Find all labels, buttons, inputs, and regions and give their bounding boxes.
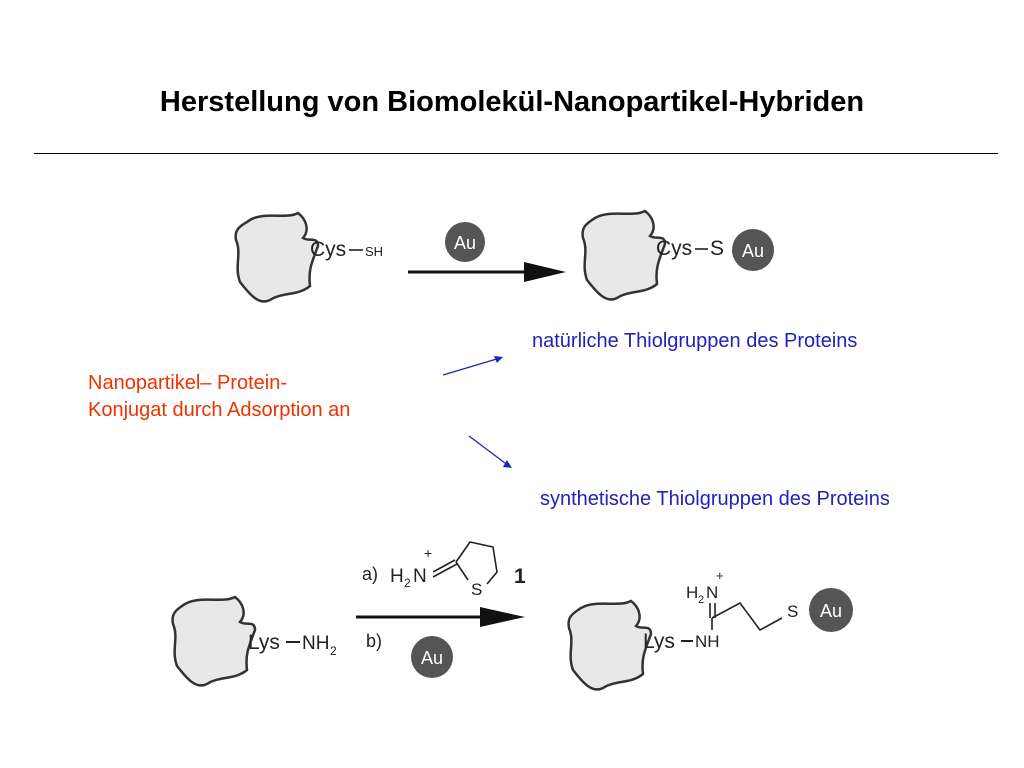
title-divider (34, 153, 998, 154)
conjugate-line-1: Nanopartikel– Protein- (88, 372, 287, 394)
residue-lys-label: Lys (248, 631, 280, 654)
gold-particle-icon (809, 588, 853, 632)
compound-number: 1 (514, 565, 526, 588)
arrow-head-icon (480, 607, 525, 627)
ring-s-label: S (471, 580, 482, 599)
reagent-h-label: H (390, 566, 404, 587)
arrow-head-icon (503, 460, 512, 468)
slide-title: Herstellung von Biomolekül-Nanopartikel-… (159, 86, 865, 118)
alkyl-chain (711, 601, 783, 632)
residue-lys-label: Lys (643, 630, 675, 653)
residue-cys-label: Cys (310, 238, 346, 261)
product-nh-label: NH (695, 632, 720, 651)
annotation-arrows (442, 356, 512, 468)
gold-particle-icon (411, 636, 453, 678)
gold-particle-icon (445, 222, 485, 262)
step-b-label: b) (366, 631, 382, 651)
conjugate-annotation: Nanopartikel– Protein- Konjugat durch Ad… (88, 370, 350, 424)
reaction-top: Cys SH Au Cys S Au (234, 209, 774, 303)
reagent-b-au-label: Au (421, 648, 443, 668)
double-bond-line (432, 563, 458, 578)
reagent-h-subscript: 2 (404, 576, 411, 590)
product-plus-label: + (716, 568, 724, 583)
product-au-label: Au (742, 241, 764, 261)
arrow-to-natural (442, 357, 501, 376)
residue-cys-label: Cys (656, 237, 692, 260)
conjugate-line-2: Konjugat durch Adsorption an (88, 399, 351, 421)
reagent-plus-label: + (424, 545, 432, 561)
product-au-label: Au (820, 601, 842, 621)
gold-particle-icon (732, 229, 774, 271)
reagent-au-label: Au (454, 233, 476, 253)
product-h-subscript: 2 (698, 594, 704, 606)
protein-blob-icon (234, 211, 320, 303)
thiolane-ring (455, 541, 498, 585)
product-h-label: H (686, 583, 698, 602)
arrow-head-icon (494, 356, 503, 363)
thiolane-ring (455, 561, 469, 581)
thiolate-s-label: S (710, 237, 724, 260)
reagent-n-label: N (413, 566, 427, 587)
thiol-sh-label: SH (365, 244, 383, 259)
step-a-label: a) (362, 564, 378, 584)
double-bond-line (432, 559, 456, 573)
amine-subscript: 2 (330, 644, 337, 658)
product-n-label: N (706, 583, 718, 602)
protein-blob-icon (567, 599, 653, 691)
protein-blob-icon (581, 209, 667, 301)
synthetic-thiol-annotation: synthetische Thiolgruppen des Proteins (540, 488, 890, 510)
protein-blob-icon (171, 595, 257, 687)
arrow-head-icon (524, 262, 566, 282)
arrow-to-synthetic (468, 435, 510, 467)
amine-nh-label: NH (302, 633, 329, 654)
reaction-bottom: a) H 2 N + S 1 b) Au Lys NH 2 Lys NH H 2… (171, 541, 853, 691)
product-s-label: S (787, 602, 798, 621)
natural-thiol-annotation: natürliche Thiolgruppen des Proteins (532, 330, 858, 352)
